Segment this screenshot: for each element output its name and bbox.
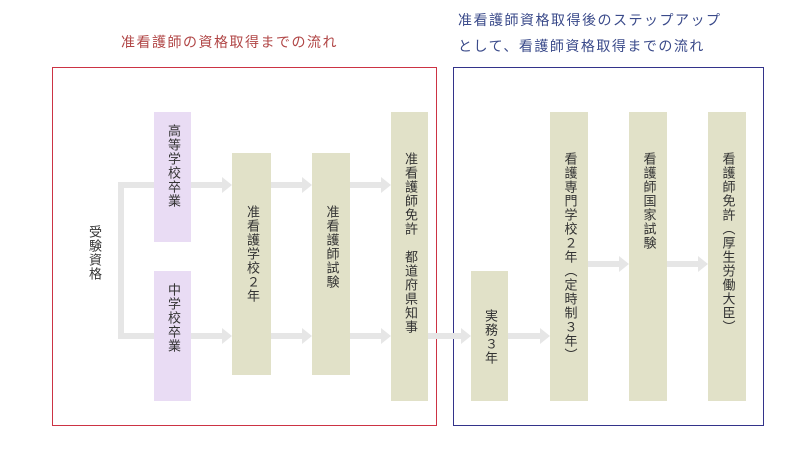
nursing-vocational-school-box: 看護専門学校２年（定時制３年） [550, 112, 588, 401]
practical-nursing-school-label: 准看護学校２年 [244, 205, 259, 303]
practical-nurse-exam-box: 准看護師試験 [312, 153, 350, 375]
practical-nurse-exam-label: 准看護師試験 [323, 205, 339, 289]
middle-school-graduation-box: 中学校卒業 [154, 271, 191, 401]
work-experience-box: 実務３年 [471, 271, 508, 401]
practical-nurse-license-label: 准看護師免許 都道府県知事 [402, 152, 417, 334]
right-section-title-line-1: 准看護師資格取得後のステップアップ [458, 13, 722, 29]
national-nursing-exam-box: 看護師国家試験 [629, 112, 667, 401]
qualification-label: 受験資格 [86, 225, 101, 281]
right-section-frame [453, 67, 764, 426]
left-section-frame [52, 67, 437, 426]
practical-nursing-school-box: 准看護学校２年 [232, 153, 271, 375]
qualification-bracket [118, 182, 154, 339]
right-section-title-line-2: として、看護師資格取得までの流れ [458, 39, 705, 55]
national-nursing-exam-label: 看護師国家試験 [640, 152, 656, 250]
left-section-title: 准看護師の資格取得までの流れ [121, 35, 338, 51]
practical-nurse-license-box: 准看護師免許 都道府県知事 [391, 112, 428, 401]
registered-nurse-license-box: 看護師免許（厚生労働大臣） [708, 112, 746, 401]
high-school-graduation-box: 高等学校卒業 [154, 112, 191, 242]
high-school-graduation-label: 高等学校卒業 [165, 124, 180, 208]
nursing-vocational-school-label: 看護専門学校２年（定時制３年） [561, 152, 577, 362]
work-experience-label: 実務３年 [482, 309, 497, 365]
middle-school-graduation-label: 中学校卒業 [165, 283, 180, 353]
registered-nurse-license-label: 看護師免許（厚生労働大臣） [719, 152, 735, 334]
